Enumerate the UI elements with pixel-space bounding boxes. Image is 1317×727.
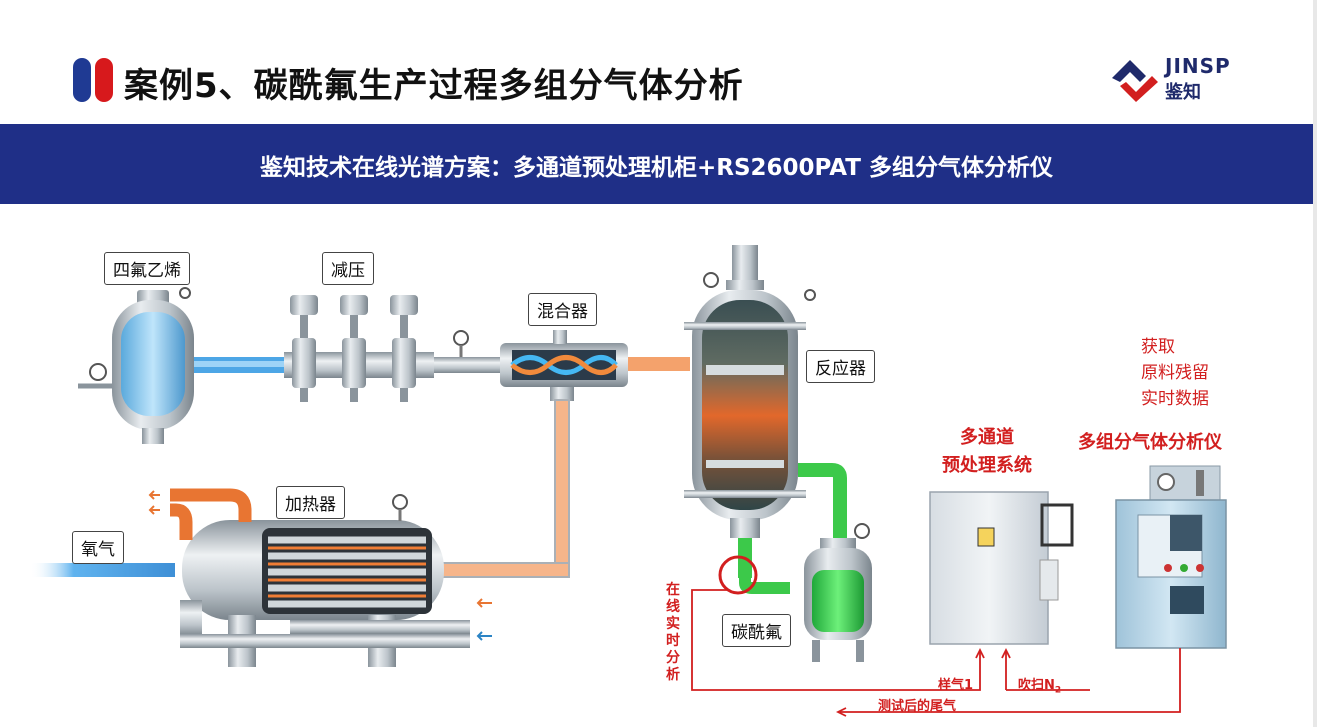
label-product: 碳酰氟 [722,614,791,647]
reactor [684,245,816,538]
label-decompress: 减压 [322,252,374,285]
side-note: 获取 原料残留 实时数据 [1141,337,1209,409]
purge-label: 吹扫N2 [1018,678,1062,696]
online-analysis-label: 在 线 实 时 分 析 [666,582,680,683]
label-reactor: 反应器 [806,350,875,383]
product-tank [804,523,872,662]
jinsp-logo-icon [1112,60,1158,102]
tfe-tank [78,287,194,444]
tail-gas-label: 测试后的尾气 [878,699,957,714]
pretreat-title: 多通道 预处理系统 [942,427,1032,476]
label-tfe: 四氟乙烯 [104,252,190,285]
banner-text: 鉴知技术在线光谱方案：多通道预处理机柜+RS2600PAT 多组分气体分析仪 [259,155,1054,181]
page-title: 案例5、碳酰氟生产过程多组分气体分析 [124,66,744,106]
logo-text-cn: 鉴知 [1165,82,1201,103]
label-heater: 加热器 [276,486,345,519]
label-mixer: 混合器 [528,293,597,326]
process-diagram [30,245,1227,717]
sample-gas-label: 样气1 [938,678,974,693]
analyzer-title: 多组分气体分析仪 [1078,432,1222,453]
title-accent-icon [73,58,113,104]
decompress-valves [284,295,434,402]
banner [0,124,1313,204]
mixer [500,330,628,387]
label-oxygen: 氧气 [72,531,124,564]
page-edge [1313,0,1317,727]
analyzer-cabinet [1115,465,1227,649]
pretreat-cabinet [929,491,1074,645]
heater [170,488,470,667]
logo-text-en: JINSP [1165,54,1231,78]
